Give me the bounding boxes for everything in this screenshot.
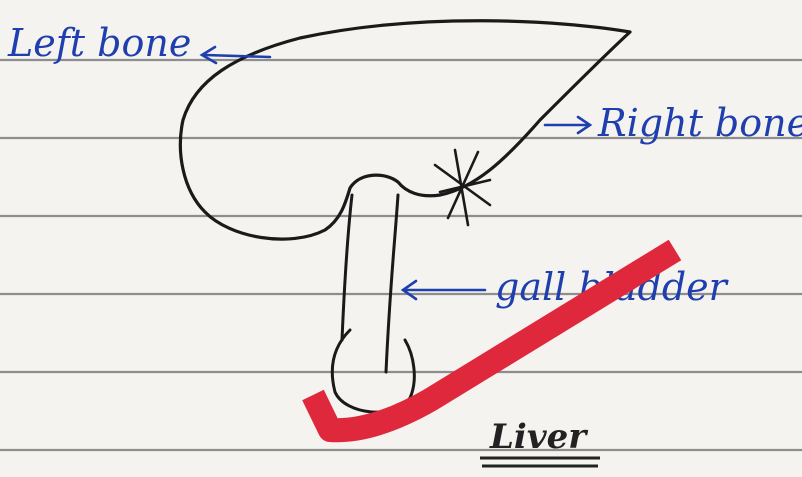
right-lobe-label: Right bone: [597, 101, 802, 145]
liver-outline: [180, 21, 630, 239]
gall-bladder-icon: [332, 195, 414, 412]
junction-mark-icon: [435, 150, 490, 225]
right-lobe-arrow: [545, 117, 590, 133]
gall-bladder-right-edge: [386, 195, 398, 372]
gall-bladder-arrow: [403, 281, 485, 299]
diagram-title: Liver: [489, 417, 588, 457]
left-lobe-label: Left bone: [7, 21, 191, 65]
cross-out-mark-icon: [313, 250, 675, 430]
